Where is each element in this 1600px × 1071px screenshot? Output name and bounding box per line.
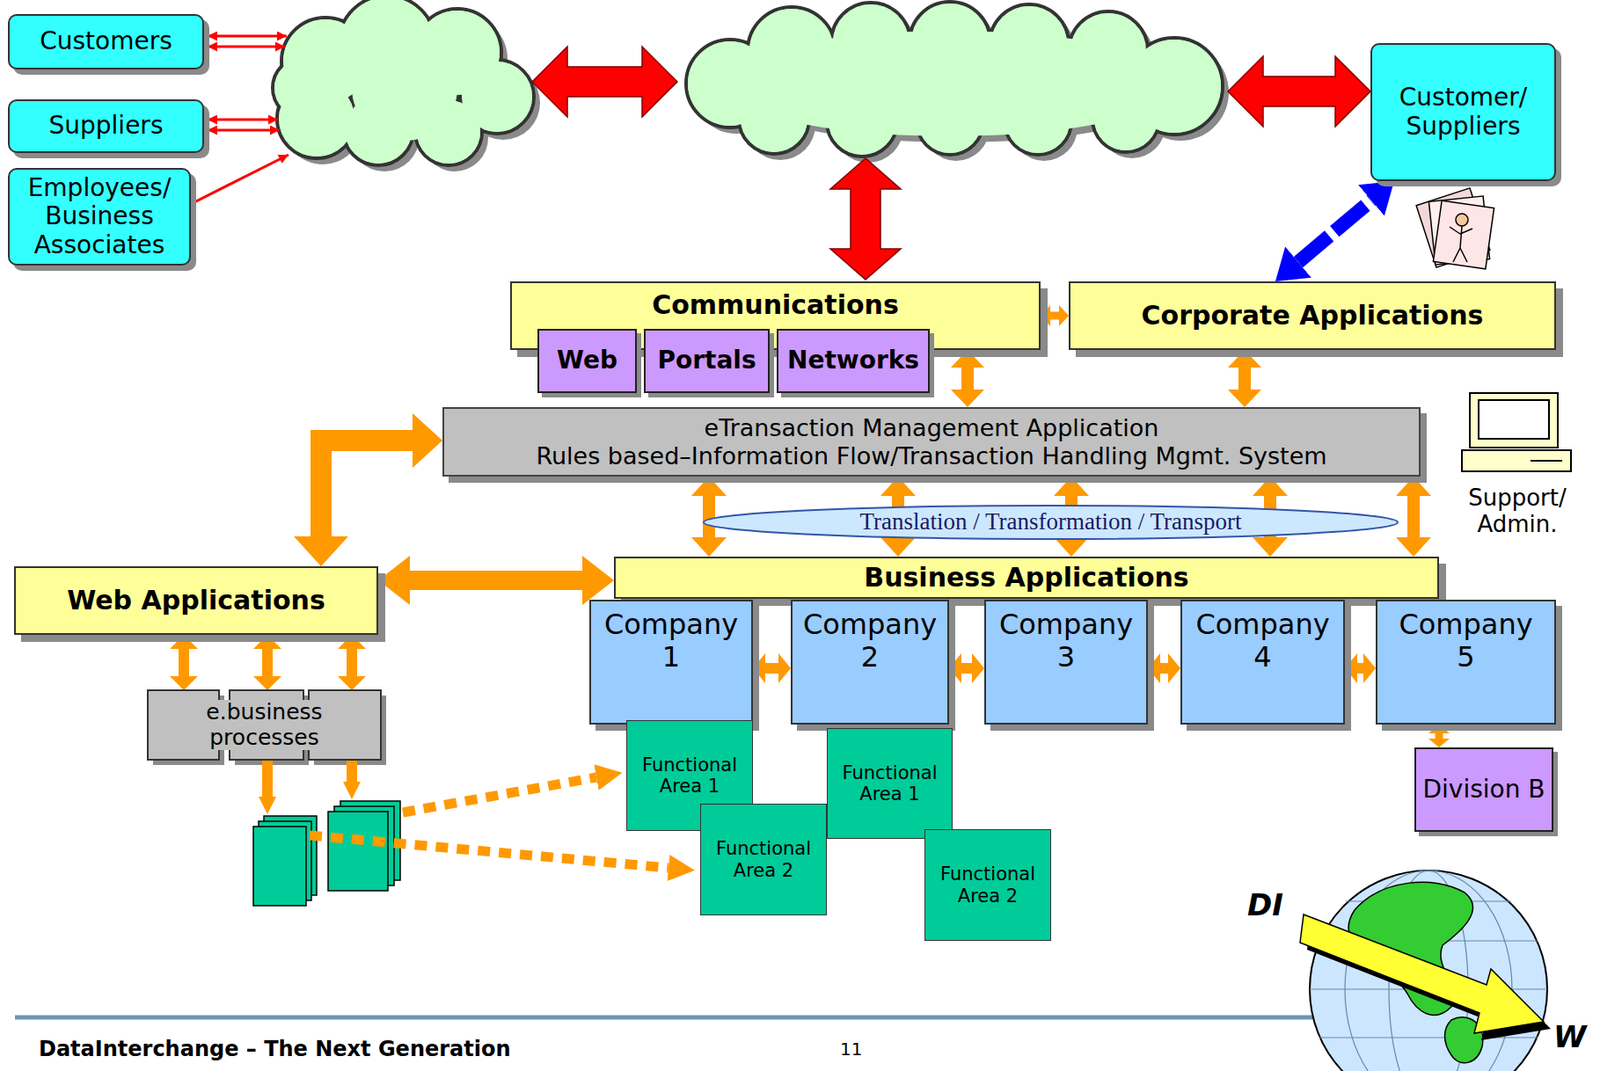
node-text: Division B <box>1422 775 1545 804</box>
node-text: Functional Area 1 <box>635 754 744 797</box>
node-text: Functional Area 2 <box>709 838 818 881</box>
functional-box: Functional Area 2 <box>700 803 827 916</box>
node-text: Corporate Applications <box>1141 300 1484 332</box>
connector <box>1407 496 1420 538</box>
connector <box>409 570 583 591</box>
layer-band: Web Applications <box>14 566 379 636</box>
link-arrow <box>180 154 289 210</box>
node-text: Networks <box>787 346 920 375</box>
channel-box: Division B <box>1414 747 1554 833</box>
process-group: e.business processes <box>147 690 381 760</box>
node-text: Suppliers <box>49 111 164 140</box>
node-text: Rules based–Information Flow/Transaction… <box>535 442 1327 470</box>
node-text: eTransaction Management Application <box>704 414 1160 442</box>
node-text: Web Applications <box>66 585 326 617</box>
link-arrow <box>207 35 287 38</box>
party-box: Suppliers <box>7 99 205 154</box>
document-stack <box>253 801 401 906</box>
connector <box>765 663 779 674</box>
documents-clipart <box>1416 188 1494 270</box>
node-text: Customer/ Suppliers <box>1375 83 1551 140</box>
node-text: Company 4 <box>1192 608 1334 674</box>
node-text: Company 2 <box>799 608 941 674</box>
party-box: Employees/ Business Associates <box>7 168 191 266</box>
functional-box: Functional Area 1 <box>826 728 953 840</box>
layer-band: Business Applications <box>613 556 1440 600</box>
connector <box>321 440 413 537</box>
connector <box>178 649 190 677</box>
icon-caption: Support/ Admin. <box>1451 485 1584 539</box>
flow-arrow <box>262 760 273 797</box>
company-box: Company 3 <box>984 599 1148 725</box>
node-text: e.business processes <box>188 700 342 752</box>
connector <box>1435 733 1444 739</box>
link-arrow <box>830 158 901 280</box>
company-box: Company 2 <box>790 599 950 725</box>
party-box: Customer/ Suppliers <box>1370 43 1557 182</box>
connector <box>961 663 972 674</box>
node-text: Functional Area 2 <box>934 863 1042 906</box>
node-text: Communications <box>651 290 899 322</box>
company-box: Company 5 <box>1375 599 1557 725</box>
node-text: Portals <box>657 346 756 375</box>
network-cloud <box>272 0 541 172</box>
ellipse-shape <box>703 505 1398 540</box>
party-box: Customers <box>7 14 205 70</box>
link-arrow <box>1227 56 1371 127</box>
logo-letters: DI <box>1247 888 1309 923</box>
connector <box>1238 367 1251 390</box>
node-text: Business Applications <box>863 562 1189 594</box>
footer-title: DataInterchange – The Next Generation <box>38 1037 655 1063</box>
link-arrow <box>207 118 278 122</box>
link-arrow <box>207 45 285 49</box>
connector <box>1357 663 1364 674</box>
computer-icon <box>1461 393 1571 472</box>
node-text: Functional Area 1 <box>836 762 944 805</box>
connector <box>1050 312 1060 321</box>
globe-logo <box>1300 870 1551 1071</box>
logo-letters: W <box>1553 1020 1596 1055</box>
connector <box>1160 663 1169 674</box>
connector <box>346 649 358 677</box>
node-text: Web <box>556 346 618 375</box>
functional-box: Functional Area 2 <box>924 829 1052 942</box>
connector <box>961 367 974 390</box>
company-box: Company 4 <box>1180 599 1345 725</box>
management-band: eTransaction Management ApplicationRules… <box>442 407 1421 477</box>
network-cloud <box>686 1 1229 163</box>
process-box <box>147 690 387 766</box>
channel-box: Portals <box>643 328 770 394</box>
channel-box: Networks <box>776 328 930 394</box>
dotted-arrow <box>309 835 669 869</box>
layer-band: Corporate Applications <box>1068 281 1557 351</box>
node-text: Company 1 <box>600 608 742 674</box>
layer-band: CommunicationsWebPortalsNetworks <box>510 281 1041 351</box>
node-text: Employees/ Business Associates <box>13 174 186 260</box>
connector <box>702 496 716 538</box>
channel-box: Web <box>537 328 637 394</box>
node-text: Customers <box>39 27 173 56</box>
company-box: Company 1 <box>589 599 753 725</box>
node-text: Company 5 <box>1395 608 1537 674</box>
node-text: Translation / Transformation / Transport <box>859 509 1242 536</box>
footer-rule <box>14 1015 1327 1021</box>
flow-arrow <box>346 760 358 782</box>
page-number: 11 <box>840 1039 893 1060</box>
connector <box>262 649 273 677</box>
node-text: Company 3 <box>995 608 1137 674</box>
connector <box>1298 200 1372 263</box>
link-arrow <box>207 129 280 132</box>
link-arrow <box>532 46 678 117</box>
translation-ellipse: Translation / Transformation / Transport <box>703 505 1398 540</box>
dotted-arrow <box>402 777 597 813</box>
